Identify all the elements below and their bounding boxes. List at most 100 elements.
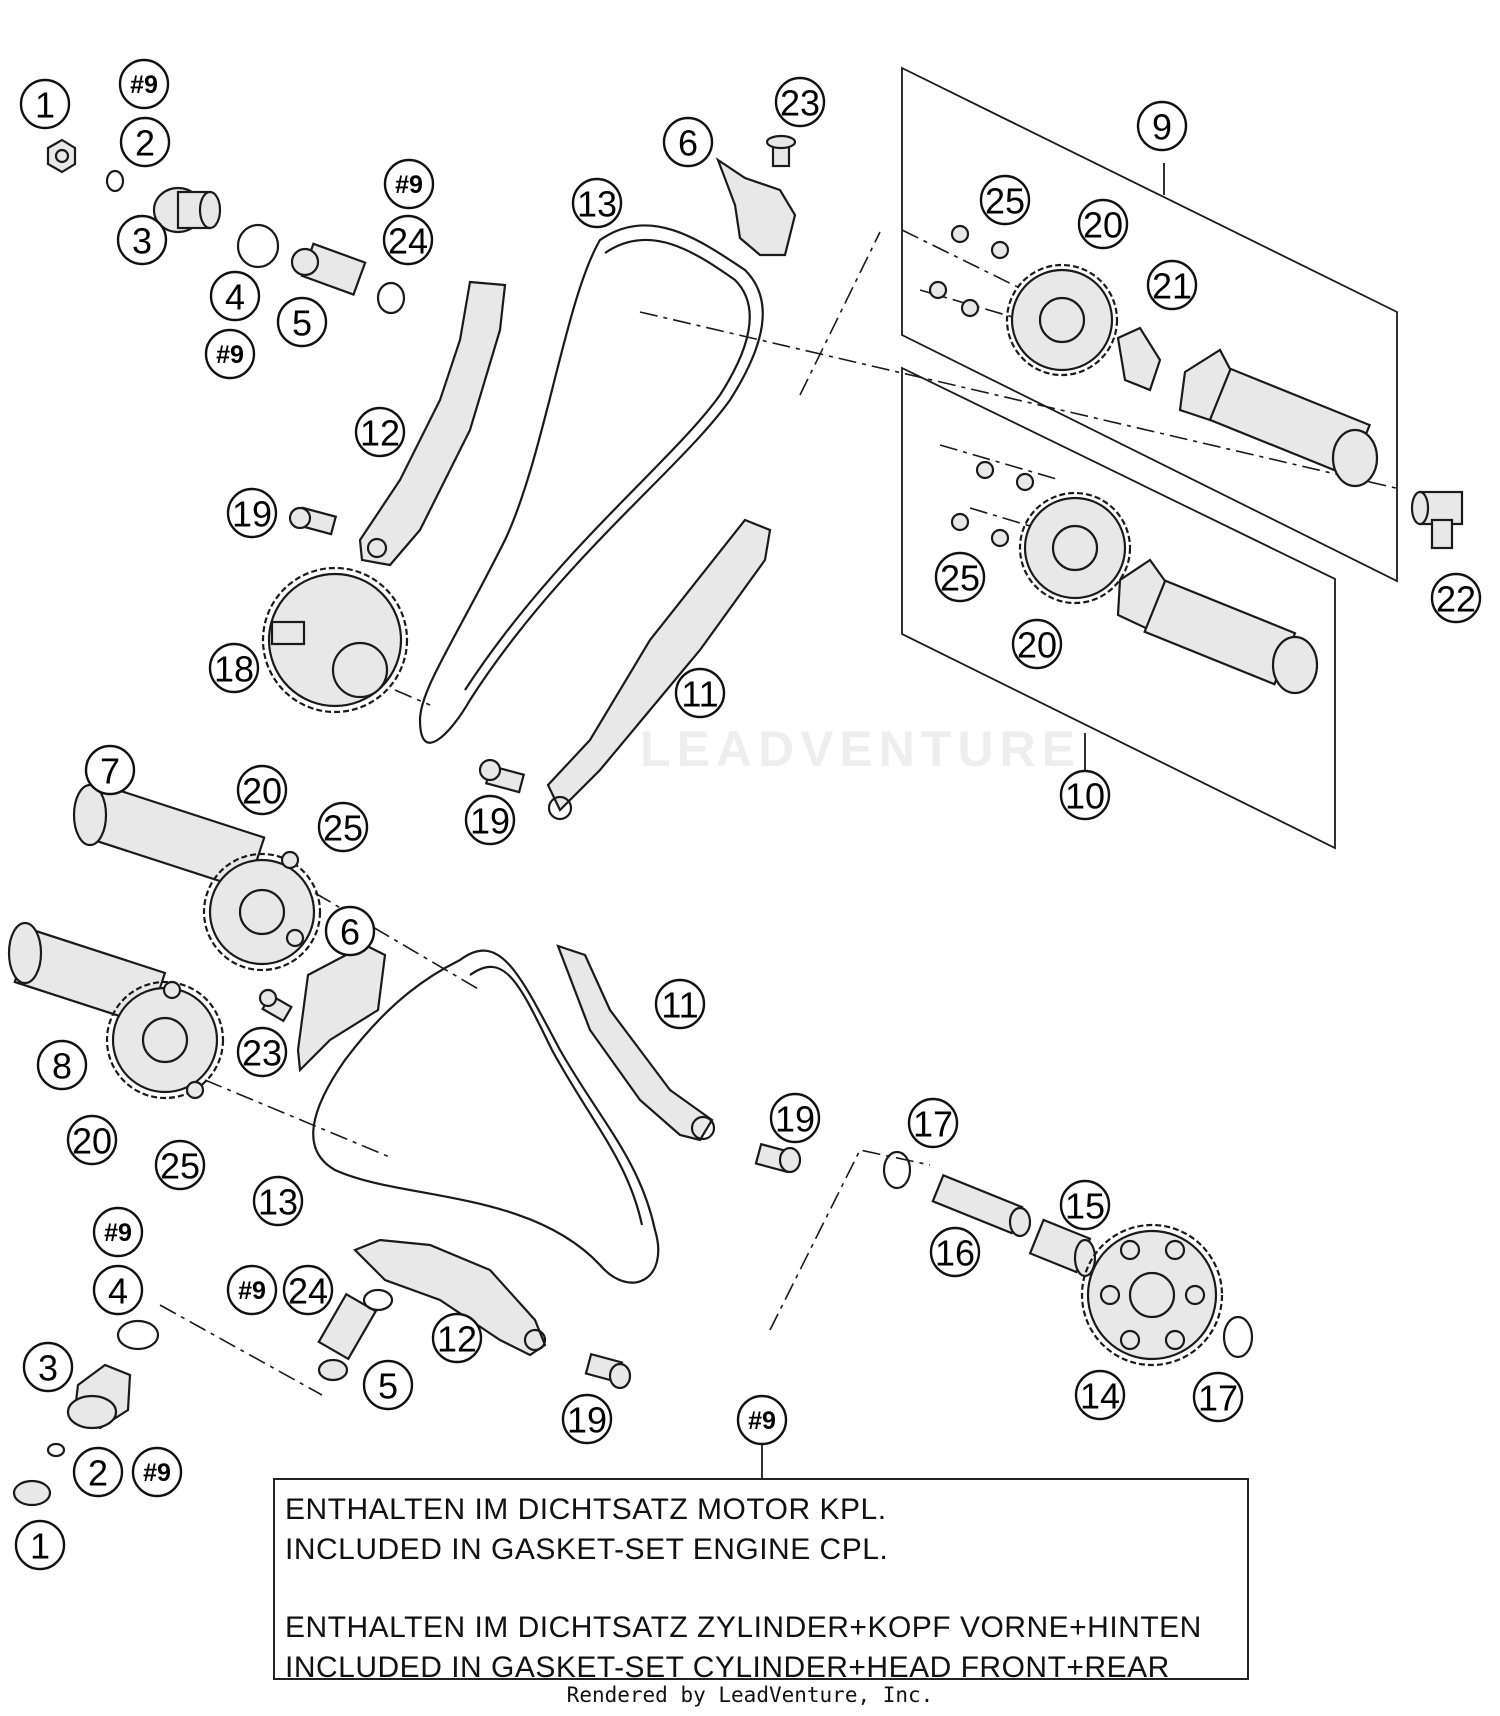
- callout-label: 11: [661, 985, 698, 1026]
- chain-tensioner-rail-part-12b: [353, 1238, 547, 1357]
- callout-circle: [36, 1039, 88, 1091]
- callout-c22: 22: [1430, 572, 1482, 624]
- callout-label: #9: [143, 1459, 171, 1487]
- washer-part-17a: [882, 1150, 912, 1190]
- callout-circle: [226, 487, 278, 539]
- callout-label: #9: [130, 71, 158, 99]
- callout-label: 23: [242, 1033, 282, 1074]
- callout-circle: [674, 667, 726, 719]
- callout-c23a: 23: [774, 76, 826, 128]
- callout-label: 22: [1436, 579, 1476, 620]
- callout-circle: [226, 1264, 278, 1316]
- callout-circle: [1059, 769, 1111, 821]
- callout-circle: [383, 158, 435, 210]
- bolts-part-25c: [280, 850, 305, 948]
- callout-circle: [774, 76, 826, 128]
- callout-label: 1: [35, 85, 55, 126]
- piston-part-5b: [317, 1292, 378, 1382]
- callout-circle: [934, 551, 986, 603]
- sprocket-part-18: [261, 566, 409, 714]
- callout-circle: [1077, 198, 1129, 250]
- callout-circle: [92, 1206, 144, 1258]
- callout-label: 19: [567, 1400, 607, 1441]
- bolt-part-19c: [754, 1142, 802, 1174]
- camshaft-front-kit: [1116, 558, 1319, 695]
- callout-c20a: 20: [1077, 198, 1129, 250]
- callout-label: #9: [104, 1219, 132, 1247]
- callout-c20d: 20: [66, 1114, 118, 1166]
- callout-label: 2: [135, 123, 155, 164]
- callout-circle: [209, 270, 261, 322]
- callout-c3a: 3: [116, 214, 168, 266]
- nut-part-1: [46, 138, 77, 174]
- callout-label: 6: [340, 912, 360, 953]
- timing-chain-part-13: [418, 224, 764, 744]
- callout-label: 18: [214, 649, 254, 690]
- callout-circle: [1430, 572, 1482, 624]
- watermark: LEADVENTURE: [640, 721, 1082, 777]
- callout-circle: [119, 116, 171, 168]
- callout-circle: [208, 642, 260, 694]
- washer-part-17b: [1222, 1315, 1254, 1359]
- callout-circle: [464, 794, 516, 846]
- callout-circle: [276, 296, 328, 348]
- callout-c19a: 19: [226, 487, 278, 539]
- callout-label: #9: [748, 1407, 776, 1435]
- chain-tensioner-part-6: [715, 157, 797, 257]
- chain-tensioner-rail-part-12: [358, 280, 507, 567]
- callout-label: 8: [52, 1046, 72, 1087]
- callout-label: 25: [940, 558, 980, 599]
- callout-label: 20: [1017, 625, 1057, 666]
- callout-c6b: 6: [324, 905, 376, 957]
- callout-circle: [1192, 1371, 1244, 1423]
- callout-circle: [204, 328, 256, 380]
- callout-c9d: #9: [92, 1206, 144, 1258]
- callout-circle: [736, 1394, 788, 1446]
- callout-label: #9: [238, 1277, 266, 1305]
- callout-label: 20: [242, 771, 282, 812]
- callout-label: 19: [470, 801, 510, 842]
- callout-c8: 8: [36, 1039, 88, 1091]
- callout-circle: [252, 1175, 304, 1227]
- callout-circle: [66, 1114, 118, 1166]
- callout-circle: [154, 1139, 206, 1191]
- callout-c11b: 11: [654, 978, 706, 1030]
- callout-label: #9: [395, 171, 423, 199]
- callout-c5b: 5: [362, 1359, 414, 1411]
- callout-c9b: #9: [383, 158, 435, 210]
- callout-label: 24: [388, 221, 428, 262]
- callout-c13b: 13: [252, 1175, 304, 1227]
- sprocket-part-14: [1080, 1223, 1224, 1367]
- bolt-part-23: [765, 134, 797, 168]
- callout-label: 13: [577, 184, 617, 225]
- callout-c4b: 4: [92, 1264, 144, 1316]
- callout-c19c: 19: [769, 1092, 821, 1144]
- note-line-de-1: ENTHALTEN IM DICHTSATZ MOTOR KPL.: [285, 1493, 887, 1526]
- callout-circle: [354, 406, 406, 458]
- callout-circle: [571, 177, 623, 229]
- callout-c9f: #9: [226, 1264, 278, 1316]
- callout-c20c: 20: [236, 764, 288, 816]
- seal-ring-part-2b: [46, 1442, 66, 1458]
- o-ring-part-4: [236, 223, 280, 269]
- callout-label: 10: [1065, 776, 1105, 817]
- callout-label: 15: [1065, 1186, 1105, 1227]
- kit-frame-9: [901, 66, 1398, 583]
- callout-circle: [1136, 100, 1188, 152]
- callout-circle: [1059, 1179, 1111, 1231]
- piston-part-5: [290, 242, 367, 296]
- gasket-set-note: ENTHALTEN IM DICHTSATZ MOTOR KPL. INCLUD…: [273, 1478, 1249, 1684]
- bolt-part-19: [288, 506, 338, 536]
- callout-circle: [118, 58, 170, 110]
- callout-circle: [317, 801, 369, 853]
- camshaft-rear: [1178, 348, 1379, 488]
- camshaft-sprocket-part-20a: [1005, 263, 1119, 377]
- note-line-en-2: INCLUDED IN GASKET-SET CYLINDER+HEAD FRO…: [285, 1651, 1170, 1684]
- callout-label: 7: [100, 751, 120, 792]
- callout-label: 4: [225, 277, 245, 318]
- bolt-part-23b: [258, 988, 293, 1023]
- callout-c4a: 4: [209, 270, 261, 322]
- seal-ring-part-24: [376, 281, 406, 315]
- callout-label: 25: [160, 1146, 200, 1187]
- callout-circle: [431, 1312, 483, 1364]
